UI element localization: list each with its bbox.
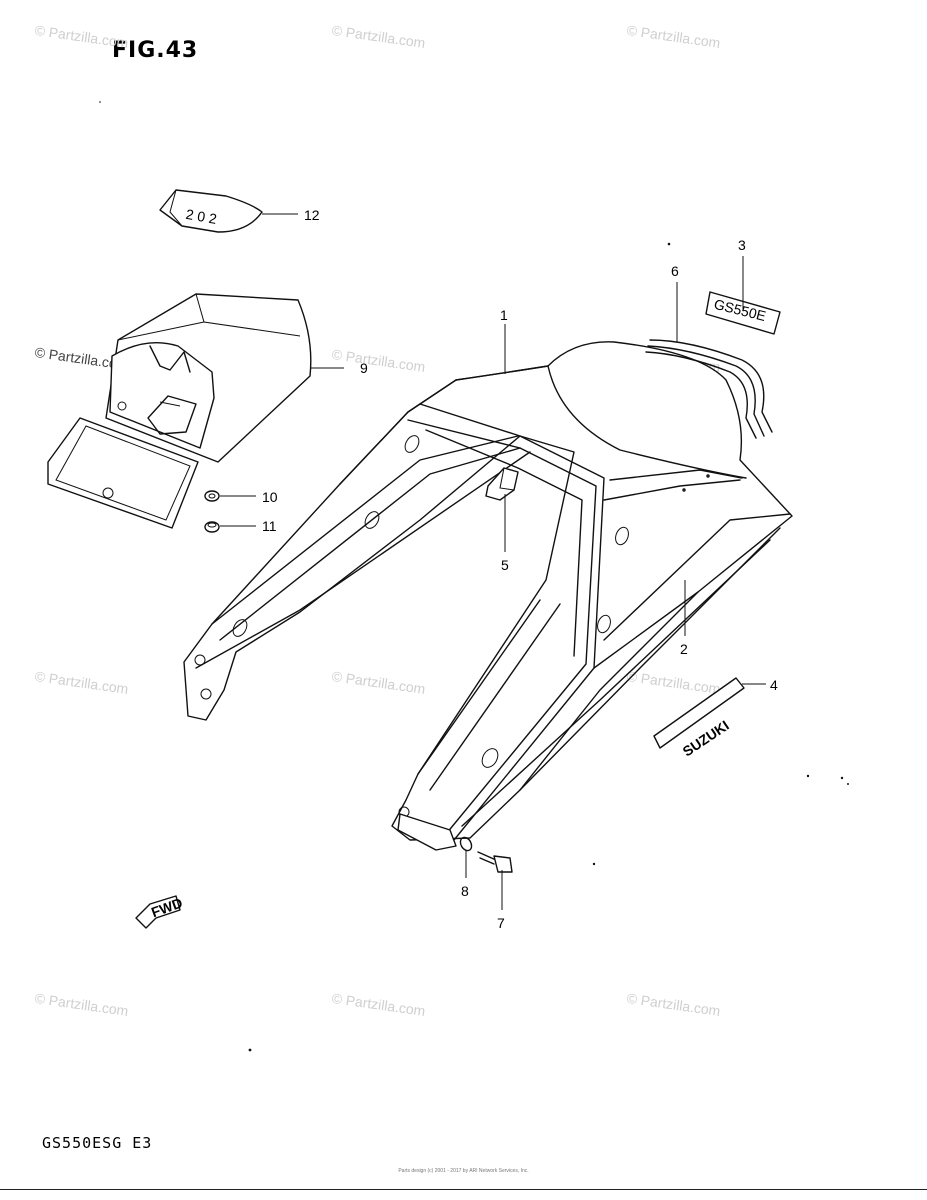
stray-dot xyxy=(667,242,671,246)
stray-dot xyxy=(840,776,844,780)
callout-11[interactable]: 11 xyxy=(262,518,277,534)
part-6-seal-strip[interactable] xyxy=(645,339,773,439)
callout-7[interactable]: 7 xyxy=(497,915,505,931)
part-3-emblem[interactable]: GS550E xyxy=(705,291,781,335)
stray-dot xyxy=(847,783,849,785)
callout-12[interactable]: 12 xyxy=(304,207,320,223)
callout-9[interactable]: 9 xyxy=(360,360,368,376)
callout-3[interactable]: 3 xyxy=(738,237,746,253)
callout-5[interactable]: 5 xyxy=(501,557,509,573)
model-code: GS550ESG E3 xyxy=(42,1134,153,1152)
callout-4[interactable]: 4 xyxy=(770,677,778,693)
callout-6[interactable]: 6 xyxy=(671,263,679,279)
part-8-washer[interactable] xyxy=(458,835,474,852)
tag-label: 2 0 2 xyxy=(185,206,219,227)
callout-2[interactable]: 2 xyxy=(680,641,688,657)
copyright-notice: Parts design (c) 2001 - 2017 by ARI Netw… xyxy=(398,1168,529,1174)
part-7-bolt[interactable] xyxy=(477,851,513,873)
stray-dot xyxy=(99,101,101,103)
part-10-washer[interactable] xyxy=(204,490,220,502)
callout-8[interactable]: 8 xyxy=(461,883,469,899)
part-5-cushion[interactable] xyxy=(485,467,519,501)
part-4-decal[interactable]: SUZUKI xyxy=(653,677,745,759)
stray-dot xyxy=(806,774,810,778)
callout-10[interactable]: 10 xyxy=(262,489,278,505)
stray-dot xyxy=(592,862,596,866)
part-11-nut[interactable] xyxy=(204,521,220,533)
callout-1[interactable]: 1 xyxy=(500,307,508,323)
fwd-arrow-icon: FWD xyxy=(135,894,185,929)
stray-dot xyxy=(248,1048,252,1052)
part-12-tag[interactable]: 2 0 2 xyxy=(159,189,263,233)
part-9-tool-box[interactable] xyxy=(47,293,312,529)
fwd-label: FWD xyxy=(149,894,184,920)
figure-title: FIG.43 xyxy=(112,38,199,63)
part-1-seat-tail-cover[interactable] xyxy=(183,341,793,851)
